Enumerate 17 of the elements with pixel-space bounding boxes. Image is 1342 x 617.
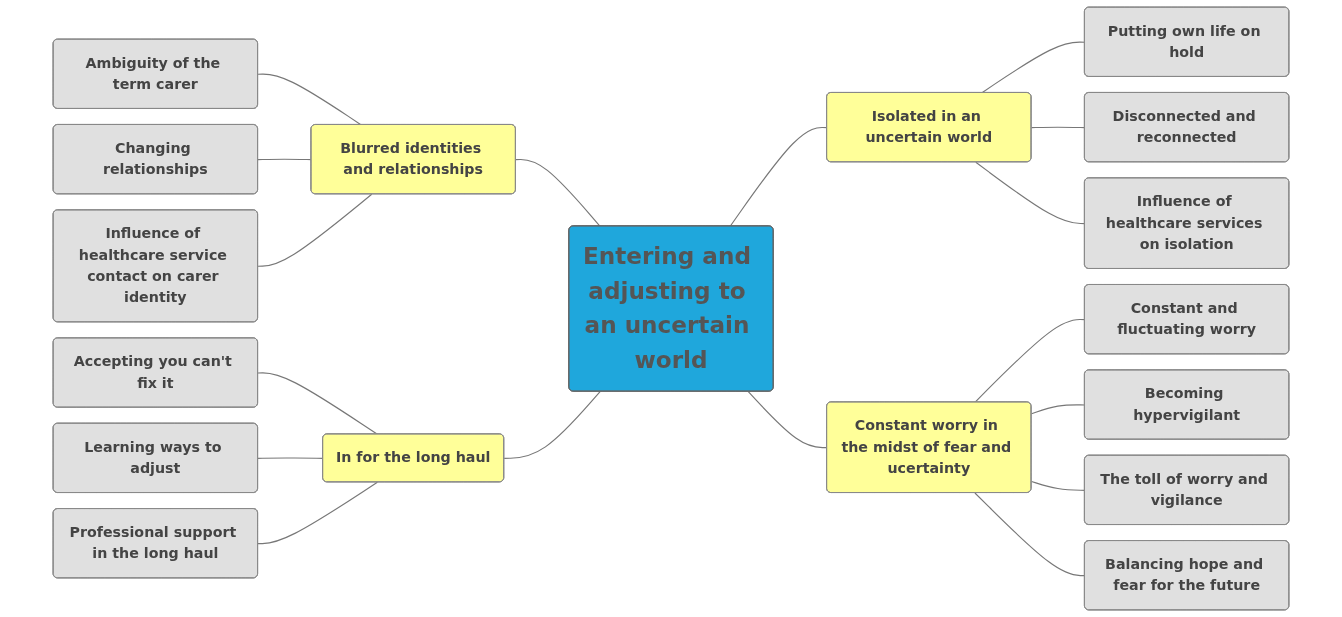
connector — [257, 457, 324, 459]
connector — [729, 126, 828, 227]
connector — [257, 372, 378, 435]
connector — [503, 391, 601, 459]
connector — [1030, 480, 1086, 491]
connector — [257, 73, 362, 126]
connector — [515, 158, 601, 227]
connector — [974, 318, 1086, 403]
connector — [981, 41, 1086, 94]
connector — [257, 193, 373, 267]
connector — [747, 391, 828, 449]
connector — [975, 161, 1086, 225]
connector — [1030, 404, 1086, 415]
connector — [257, 481, 378, 545]
connector — [1030, 126, 1086, 129]
connector — [257, 158, 312, 161]
connector — [974, 492, 1086, 577]
